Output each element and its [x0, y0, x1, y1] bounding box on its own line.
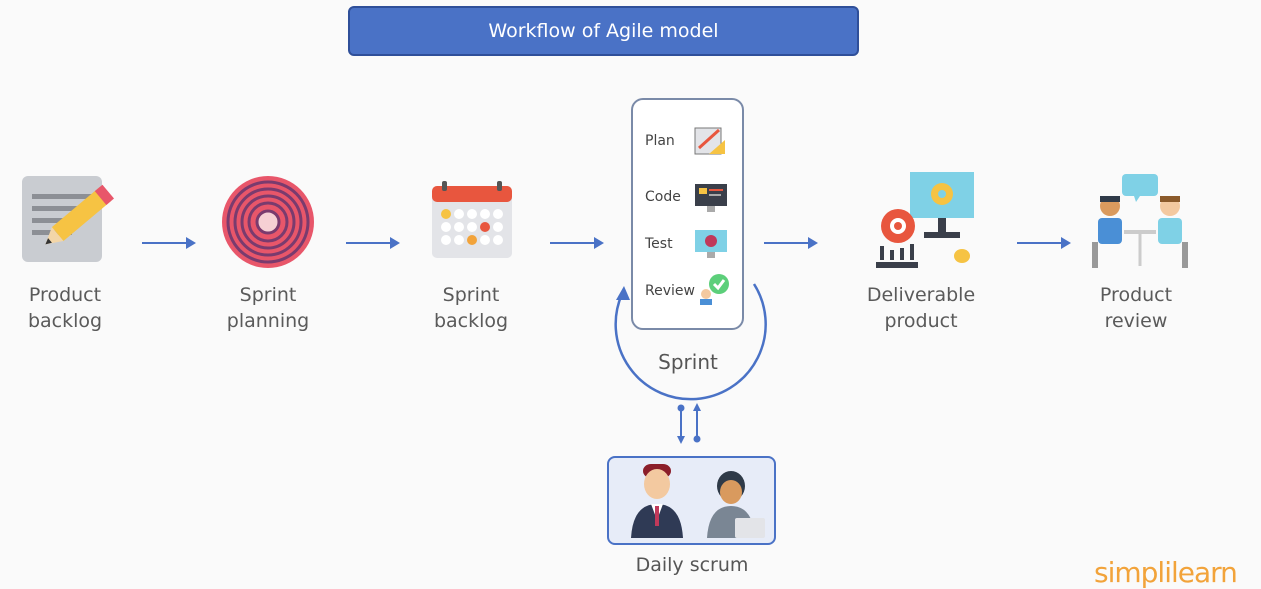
sprint-item-code: Code — [645, 189, 681, 205]
monitor-gear-icon — [872, 170, 978, 270]
sprint-item-plan: Plan — [645, 133, 675, 149]
flow-arrow — [764, 237, 818, 249]
daily-scrum-label: Daily scrum — [635, 554, 749, 576]
sprint-label: Sprint — [658, 350, 718, 374]
code-icon — [693, 182, 729, 218]
daily-scrum-box — [607, 456, 776, 545]
simplilearn-logo: simplilearn — [1094, 556, 1238, 589]
flow-arrow — [1017, 237, 1071, 249]
calendar-icon — [430, 180, 514, 260]
sprint-item-review: Review — [645, 283, 695, 299]
bug-monitor-icon — [693, 228, 729, 264]
meeting-icon — [1090, 172, 1190, 270]
plan-icon — [693, 126, 727, 162]
manager-avatar-icon — [629, 464, 685, 542]
diagram-title: Workflow of Agile model — [348, 6, 859, 56]
review-check-icon — [697, 272, 731, 310]
sprint-loop-arrow — [608, 282, 768, 402]
developer-avatar-icon — [707, 470, 767, 542]
maze-icon — [220, 174, 316, 270]
flow-arrow — [550, 237, 604, 249]
bidirectional-arrow — [674, 402, 704, 446]
flow-arrow — [346, 237, 400, 249]
notepad-pencil-icon — [20, 174, 116, 266]
sprint-item-test: Test — [645, 236, 673, 252]
flow-arrow — [142, 237, 196, 249]
sprint-box: Plan Code Test Review — [631, 98, 744, 330]
